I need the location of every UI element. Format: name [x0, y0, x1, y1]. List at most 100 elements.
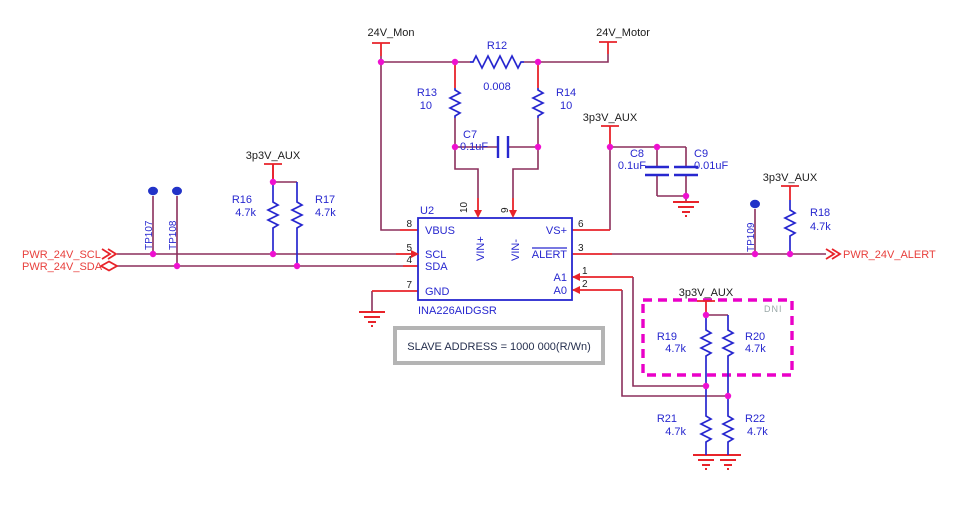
net-connector-sda: PWR_24V_SDA: [22, 260, 119, 273]
junction: [606, 143, 614, 151]
resistor-symbol: [448, 88, 462, 118]
wire-segment: [524, 54, 609, 63]
pin-name-sda: SDA: [425, 261, 448, 273]
value: 10: [420, 100, 432, 112]
value: 4.7k: [747, 426, 768, 438]
net-label-sda: PWR_24V_SDA: [22, 261, 103, 273]
net-label-scl: PWR_24V_SCL: [22, 249, 101, 261]
testpoint-icon: [148, 186, 158, 196]
value: 10: [560, 100, 572, 112]
refdes: R13: [417, 87, 437, 99]
net-label-aux: 3p3V_AUX: [583, 112, 638, 124]
wire-segment: [621, 290, 728, 397]
value: 4.7k: [665, 426, 686, 438]
resistor-symbol: [721, 396, 735, 455]
testpoint-label: TP109: [746, 222, 757, 252]
pin-num-10: 10: [459, 201, 470, 213]
resistor-r19: R19 4.7k: [657, 315, 713, 386]
testpoint-tp107: TP107: [144, 186, 158, 250]
junction: [786, 250, 794, 258]
junction: [451, 58, 459, 66]
pin-name-a0: A0: [554, 285, 567, 297]
resistor-r12: R12 0.008: [470, 40, 524, 93]
testpoint-tp109: TP109: [746, 199, 760, 252]
pin-name-vinn: VIN-: [510, 239, 522, 261]
wire-segment: [512, 147, 539, 198]
refdes: R19: [657, 331, 677, 343]
net-label-alert: PWR_24V_ALERT: [843, 249, 936, 261]
wire-segment: [454, 147, 479, 198]
junction: [702, 382, 710, 390]
resistor-r16: R16 4.7k: [232, 164, 280, 254]
resistor-r13: R13 10: [417, 87, 462, 118]
refdes: C9: [694, 148, 708, 160]
refdes: R12: [487, 40, 507, 52]
refdes: R16: [232, 194, 252, 206]
junction: [751, 250, 759, 258]
testpoint-label: TP107: [144, 220, 155, 250]
ic-partnumber: INA226AIDGSR: [418, 305, 497, 317]
junction: [269, 178, 277, 186]
junction: [269, 250, 277, 258]
junction: [293, 262, 301, 270]
junction: [653, 143, 661, 151]
arrow-left-icon: [572, 273, 580, 281]
arrow-left-icon: [572, 286, 580, 294]
refdes: R22: [745, 413, 765, 425]
ic-refdes: U2: [420, 205, 434, 217]
value: 0.01uF: [694, 160, 729, 172]
power-flag-aux-right: 3p3V_AUX: [763, 172, 818, 200]
refdes: R14: [556, 87, 576, 99]
arrow-down-icon: [474, 210, 482, 218]
refdes: R17: [315, 194, 335, 206]
testpoint-icon: [172, 186, 182, 196]
resistor-r20: R20 4.7k: [721, 315, 766, 396]
value: 0.008: [483, 81, 511, 93]
power-bar: [601, 125, 619, 147]
junction: [682, 192, 690, 200]
testpoint-tp108: TP108: [168, 186, 182, 250]
net-label-aux: 3p3V_AUX: [246, 150, 301, 162]
junction-dots: [149, 58, 794, 400]
resistor-symbol: [290, 182, 304, 266]
diamond-icon: [99, 260, 119, 272]
pin-name-vinp: VIN+: [475, 236, 487, 261]
resistor-symbol: [699, 315, 713, 386]
pin-name-alert: ALERT: [532, 249, 568, 261]
resistor-symbol: [470, 54, 524, 70]
capacitor-c9: C9 0.01uF: [674, 148, 729, 177]
resistor-r18: R18 4.7k: [783, 200, 831, 254]
resistor-symbol: [721, 315, 735, 396]
value: 4.7k: [745, 343, 766, 355]
value: 4.7k: [810, 221, 831, 233]
testpoint-label: TP108: [168, 220, 179, 250]
resistor-symbol: [266, 182, 280, 254]
net-connector-alert: PWR_24V_ALERT: [825, 248, 936, 261]
pin-name-a1: A1: [554, 272, 567, 284]
pin-num-1: 1: [582, 266, 588, 277]
pin-name-vbus: VBUS: [425, 225, 455, 237]
dni-group: DNI: [641, 298, 794, 377]
pin-name-scl: SCL: [425, 249, 446, 261]
wire-segment: [610, 146, 687, 202]
net-label-24v-motor: 24V_Motor: [596, 27, 650, 39]
junction: [702, 311, 710, 319]
pin-num-5: 5: [406, 243, 412, 254]
power-bar: [781, 185, 799, 200]
power-flag-24v-motor: 24V_Motor: [596, 27, 650, 54]
refdes: R21: [657, 413, 677, 425]
ground-icon: [715, 454, 741, 470]
pin-name-gnd: GND: [425, 286, 450, 298]
value: 4.7k: [235, 207, 256, 219]
pin-num-8: 8: [406, 219, 412, 230]
capacitor-symbol: [496, 136, 510, 158]
power-flag-aux-mid: 3p3V_AUX: [583, 112, 638, 147]
pin-num-9: 9: [500, 207, 511, 213]
refdes: C8: [630, 148, 644, 160]
capacitor-c7: C7 0.1uF: [460, 129, 510, 158]
value: 4.7k: [315, 207, 336, 219]
capacitor-symbol: [674, 165, 698, 177]
power-flag-24v-mon: 24V_Mon: [367, 27, 415, 56]
pin-num-7: 7: [406, 280, 412, 291]
